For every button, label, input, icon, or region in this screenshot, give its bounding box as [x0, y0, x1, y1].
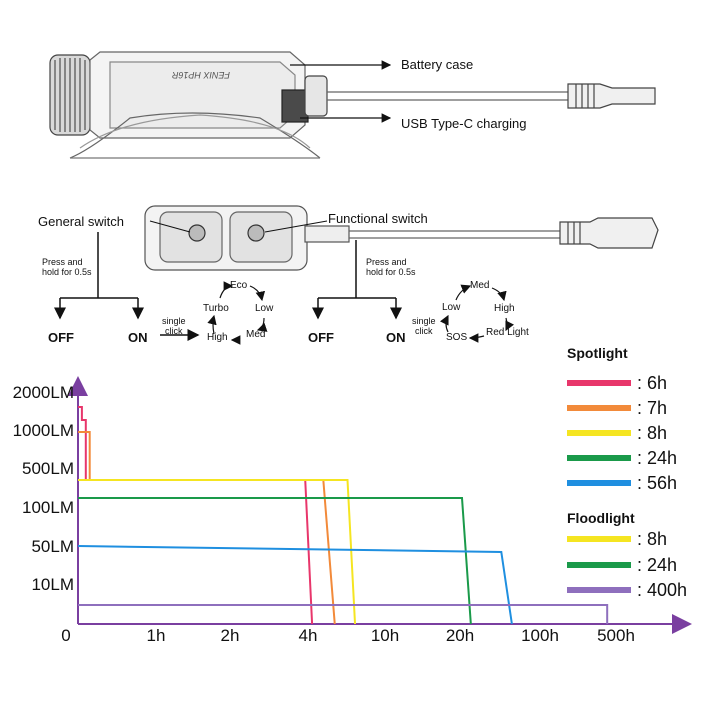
y-tick-label: 1000LM: [12, 421, 74, 440]
mode-low-right: Low: [442, 302, 461, 313]
on-left-label: ON: [128, 330, 148, 345]
legend-swatch: [567, 380, 631, 386]
y-tick-label: 100LM: [22, 498, 74, 517]
brand-mark: FENIX HP16R: [171, 70, 230, 80]
press-hold-right-label: Press and hold for 0.5s: [366, 257, 416, 277]
mode-high-left: High: [207, 332, 228, 343]
legend-swatch: [567, 587, 631, 593]
general-switch-label: General switch: [38, 214, 124, 229]
mode-sos: SOS: [446, 332, 468, 343]
legend-swatch: [567, 455, 631, 461]
y-tick-label: 500LM: [22, 459, 74, 478]
x-tick-label: 100h: [521, 626, 559, 645]
legend-swatch: [567, 562, 631, 568]
legend-swatch: [567, 430, 631, 436]
runtime-series-8h: [78, 479, 357, 625]
mode-med-left: Med: [246, 329, 266, 340]
runtime-series-7h: [78, 431, 336, 625]
runtime-series-56h: [77, 545, 513, 625]
y-tick-label: 2000LM: [12, 383, 74, 402]
runtime-series-6h: [78, 406, 314, 625]
left-mode-tree: [54, 232, 200, 341]
functional-switch-label: Functional switch: [328, 211, 428, 226]
y-tick-label: 50LM: [31, 537, 74, 556]
x-tick-label: 4h: [298, 626, 318, 645]
single-click-right-label: single click: [412, 316, 436, 336]
x-tick-label: 20h: [445, 626, 475, 645]
x-tick-label: 2h: [220, 626, 240, 645]
legend-label: : 7h: [637, 397, 668, 418]
runtime-series-24h: [78, 497, 472, 625]
mode-eco: Eco: [230, 280, 248, 291]
legend-item: : 8h: [567, 423, 667, 443]
x-tick-label: 0: [61, 626, 71, 645]
legend-swatch: [567, 536, 631, 542]
legend-item: : 400h: [567, 580, 687, 600]
x-tick-label: 10h: [370, 626, 400, 645]
single-click-left-label: single click: [162, 316, 186, 336]
runtime-series-400h: [78, 604, 609, 624]
legend-label: : 56h: [637, 472, 678, 493]
mode-low-left: Low: [255, 303, 274, 314]
legend-item: : 56h: [567, 473, 677, 493]
on-right-label: ON: [386, 330, 406, 345]
legend-item: : 24h: [567, 448, 677, 468]
battery-case-label: Battery case: [401, 57, 474, 72]
legend-label: : 400h: [637, 579, 688, 600]
off-left-label: OFF: [48, 330, 74, 345]
legend-swatch: [567, 405, 631, 411]
battery-case-drawing: [49, 51, 656, 159]
x-tick-label: 500h: [597, 626, 635, 645]
legend-item: : 8h: [567, 529, 667, 549]
functional-switch-leader: [264, 220, 328, 233]
x-tick-label: 1h: [146, 626, 166, 645]
legend-item: : 24h: [567, 555, 677, 575]
press-hold-left-label: Press and hold for 0.5s: [42, 257, 92, 277]
right-cycle-arrows: [439, 284, 515, 343]
legend-title-floodlight: Floodlight: [567, 510, 635, 526]
legend-label: : 6h: [637, 372, 668, 393]
legend-swatch: [567, 480, 631, 486]
general-switch-leader: [149, 220, 191, 233]
legend-label: : 8h: [637, 528, 668, 549]
legend-item: : 6h: [567, 373, 667, 393]
mode-turbo: Turbo: [203, 303, 229, 314]
mode-med-right: Med: [470, 280, 490, 291]
mode-red-light: Red Light: [486, 327, 529, 338]
switch-head-drawing: [144, 205, 659, 271]
legend-label: : 24h: [637, 447, 678, 468]
off-right-label: OFF: [308, 330, 334, 345]
legend-item: : 7h: [567, 398, 667, 418]
legend-title-spotlight: Spotlight: [567, 345, 628, 361]
mode-high-right: High: [494, 303, 515, 314]
legend-label: : 24h: [637, 554, 678, 575]
legend-label: : 8h: [637, 422, 668, 443]
left-cycle-arrows: [207, 281, 268, 345]
y-tick-label: 10LM: [31, 575, 74, 594]
right-mode-tree: [312, 240, 402, 320]
usb-charging-label: USB Type-C charging: [401, 116, 527, 131]
